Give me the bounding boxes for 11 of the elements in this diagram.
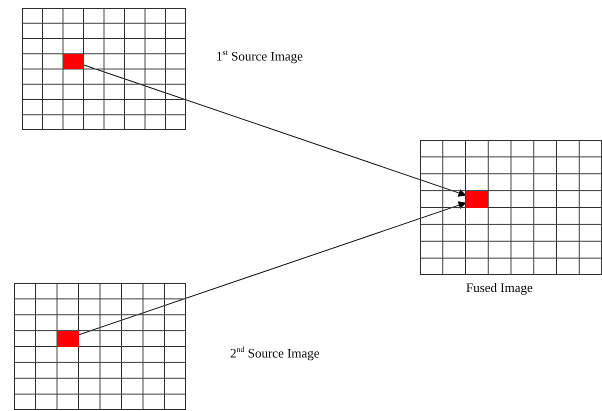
arrow [78,201,466,336]
highlighted-pixel [63,54,84,69]
image-caption: 1$^{st}$ Source Image [216,48,303,64]
pixel-grid [420,140,602,275]
image-caption: Fused Image [466,280,533,296]
highlighted-pixel [466,190,488,208]
image-caption: 2$^{nd}$ Source Image [230,345,320,362]
pixel-grid [22,8,186,130]
highlighted-pixel [57,330,78,346]
pixel-grid [14,283,186,410]
arrow [83,64,466,197]
